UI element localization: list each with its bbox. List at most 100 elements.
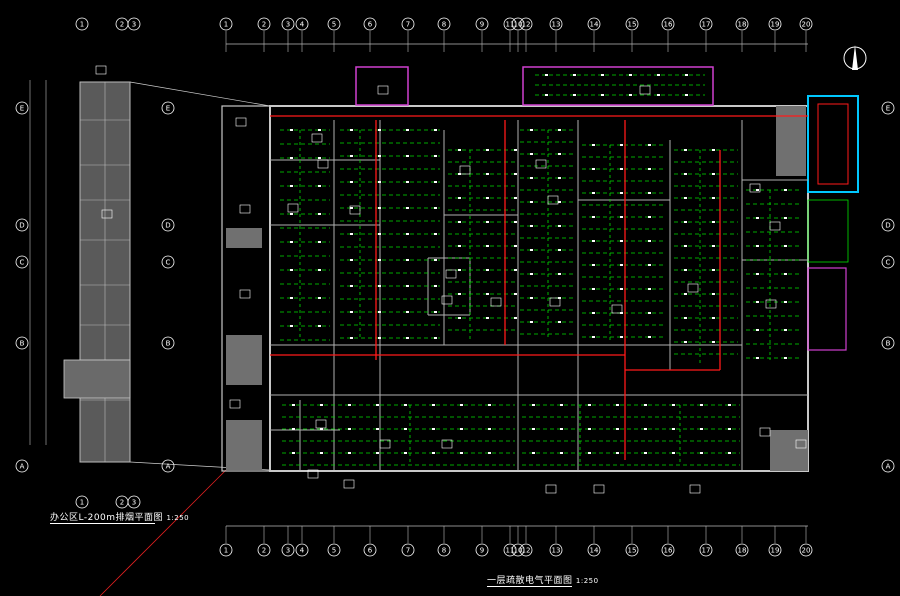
row-label: A xyxy=(886,463,891,471)
fixture xyxy=(532,404,535,406)
left-axis-bubble xyxy=(75,17,89,31)
interior-walls xyxy=(270,120,808,470)
fixture xyxy=(629,74,632,76)
fixture xyxy=(620,216,623,218)
red-cable-runs xyxy=(270,115,808,460)
axis-label: 10 xyxy=(514,21,523,29)
fixture xyxy=(350,337,353,339)
fixture xyxy=(458,293,461,295)
fixture xyxy=(434,155,437,157)
fixture xyxy=(376,452,379,454)
fixture xyxy=(756,189,759,191)
fixture xyxy=(378,207,381,209)
fixture xyxy=(348,404,351,406)
fixture xyxy=(378,259,381,261)
fixture xyxy=(684,317,687,319)
fixture xyxy=(657,94,660,96)
fixture xyxy=(592,168,595,170)
fixture xyxy=(592,288,595,290)
fixture xyxy=(620,192,623,194)
fixture xyxy=(458,269,461,271)
fixture xyxy=(560,452,563,454)
fixture xyxy=(629,94,632,96)
axis-bubble xyxy=(625,543,639,557)
east-annex-inner xyxy=(817,103,849,185)
axis-label: 8 xyxy=(442,21,446,29)
left-plan-title: 办公区L-200m排烟平面图 xyxy=(50,513,164,523)
fixture xyxy=(592,312,595,314)
fixture xyxy=(756,329,759,331)
fixture xyxy=(486,197,489,199)
fixture xyxy=(486,245,489,247)
main-plan xyxy=(95,65,859,494)
east-stair xyxy=(776,106,806,176)
fixture xyxy=(378,129,381,131)
equipment-tag xyxy=(239,204,251,214)
fixture xyxy=(784,301,787,303)
axis-bubble xyxy=(257,17,271,31)
fixture xyxy=(648,288,651,290)
fixture xyxy=(406,155,409,157)
left-axis-label: 1 xyxy=(80,21,84,29)
equipment-tag xyxy=(490,297,502,307)
fixture xyxy=(756,301,759,303)
axis-label: 6 xyxy=(368,547,373,555)
fixture xyxy=(434,285,437,287)
fixture xyxy=(592,144,595,146)
fixture xyxy=(320,404,323,406)
axis-bubble xyxy=(661,17,675,31)
fixture xyxy=(318,269,321,271)
row-label: D xyxy=(165,222,170,230)
axis-bubble xyxy=(281,543,295,557)
fixture xyxy=(350,155,353,157)
fixture xyxy=(684,341,687,343)
left-axis-label: 2 xyxy=(120,21,124,29)
row-bubble xyxy=(161,459,175,473)
fixture xyxy=(685,74,688,76)
fixture xyxy=(290,325,293,327)
fixture xyxy=(458,173,461,175)
axis-bubble xyxy=(437,17,451,31)
equipment-tag xyxy=(101,209,113,219)
fixture xyxy=(318,213,321,215)
left-axis-label: 1 xyxy=(80,499,84,507)
fixture xyxy=(486,221,489,223)
fixture xyxy=(545,94,548,96)
left-axis-label: 3 xyxy=(132,499,136,507)
left-detail-plan xyxy=(29,80,271,596)
fixture xyxy=(434,233,437,235)
fixture xyxy=(700,428,703,430)
fixture xyxy=(434,207,437,209)
left-axis-bubble xyxy=(75,495,89,509)
fixture xyxy=(684,197,687,199)
fixture xyxy=(486,149,489,151)
row-bubble xyxy=(161,218,175,232)
fixture xyxy=(712,293,715,295)
left-plan-caption: 办公区L-200m排烟平面图 1:250 xyxy=(50,510,189,523)
fixture xyxy=(376,428,379,430)
main-plan-scale: 1:250 xyxy=(575,577,599,585)
fixture xyxy=(458,317,461,319)
fixture xyxy=(514,317,517,319)
fixture xyxy=(318,185,321,187)
equipment-tag xyxy=(307,469,319,479)
axis-label: 20 xyxy=(802,547,811,555)
fixture xyxy=(558,153,561,155)
row-bubble xyxy=(15,218,29,232)
axis-label: 19 xyxy=(771,21,780,29)
fixture xyxy=(573,74,576,76)
main-plan-caption: 一层疏散电气平面图 1:250 xyxy=(487,573,599,586)
row-label: B xyxy=(886,340,891,348)
fixture xyxy=(348,428,351,430)
left-detail-room xyxy=(63,359,131,399)
fixture xyxy=(784,329,787,331)
fixture xyxy=(406,181,409,183)
west-stair-3 xyxy=(226,420,262,470)
fixture xyxy=(648,312,651,314)
equipment-tag xyxy=(441,439,453,449)
fixture xyxy=(434,181,437,183)
fixture xyxy=(530,153,533,155)
fixture xyxy=(756,273,759,275)
fixture xyxy=(292,404,295,406)
